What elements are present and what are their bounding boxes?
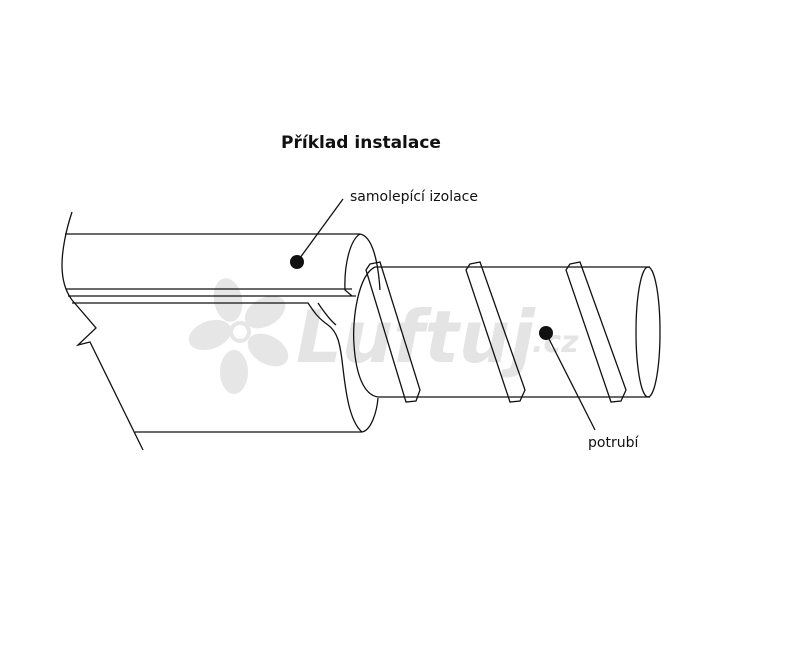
callout-insulation: samolepící izolace — [290, 189, 478, 269]
pipe-drawing — [352, 261, 661, 403]
label-insulation: samolepící izolace — [350, 189, 478, 205]
callout-pipe: potrubí — [539, 326, 639, 451]
fan-logo-icon — [188, 278, 289, 394]
label-pipe: potrubí — [588, 435, 639, 451]
watermark-tld: .cz — [532, 325, 579, 360]
diagram-title: Příklad instalace — [281, 133, 441, 153]
insulation-drawing — [61, 211, 381, 451]
watermark-brand: Luftuj — [296, 295, 536, 379]
